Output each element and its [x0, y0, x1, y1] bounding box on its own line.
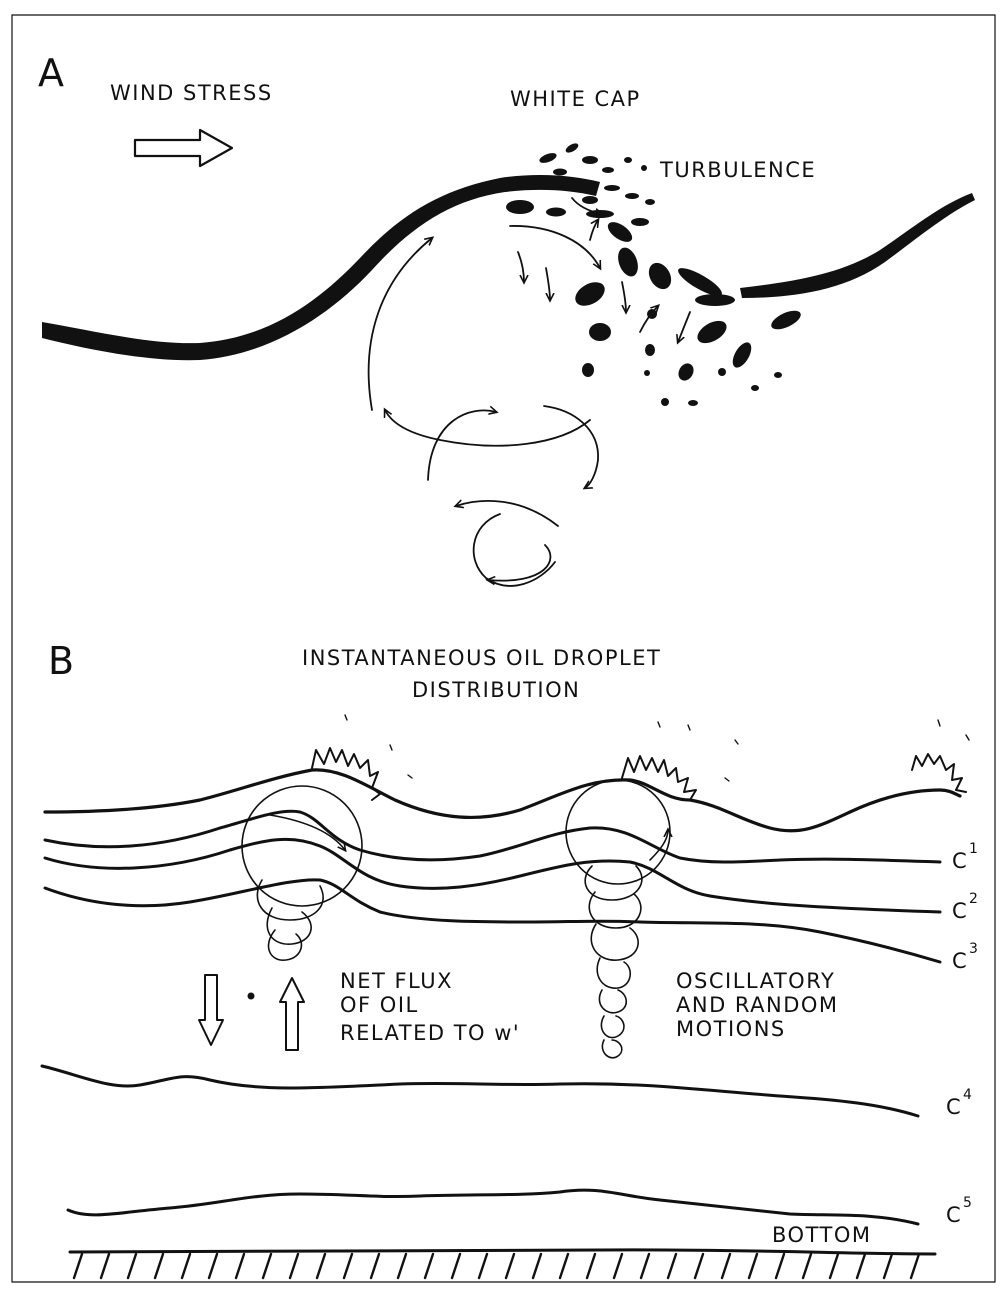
oscillatory-line2: AND RANDOM [676, 993, 839, 1017]
c3-label: C [952, 949, 968, 973]
hatch-mark [614, 1254, 622, 1278]
c3-superscript: 3 [969, 941, 978, 957]
panel-a: A WIND STRESS WHITE CAP TURBULENCE [38, 51, 975, 586]
net-flux-line1: NET FLUX [340, 969, 453, 993]
c1-label: C [952, 849, 968, 873]
hatch-mark [425, 1254, 433, 1278]
whitecap-crests [312, 748, 966, 800]
c5-label: C [946, 1203, 962, 1227]
hatch-mark [452, 1254, 460, 1278]
panel-b-title-line2: DISTRIBUTION [412, 678, 580, 702]
hatch-mark [290, 1254, 298, 1278]
hatch-mark [857, 1254, 865, 1278]
turbulent-eddy-right [566, 780, 670, 1058]
hatch-mark [74, 1254, 82, 1278]
up-hollow-arrow-icon [280, 978, 304, 1050]
wind-stress-label: WIND STRESS [110, 81, 273, 105]
panel-b-letter: B [48, 639, 74, 683]
hatch-mark [398, 1254, 406, 1278]
c5-superscript: 5 [963, 1195, 972, 1211]
hatch-mark [641, 1254, 649, 1278]
hatch-mark [479, 1254, 487, 1278]
hatch-mark [533, 1254, 541, 1278]
wind-arrow-icon [135, 130, 232, 166]
panel-b: B INSTANTANEOUS OIL DROPLET DISTRIBUTION [42, 639, 978, 1278]
bottom-label: BOTTOM [772, 1223, 872, 1247]
hatch-mark [317, 1254, 325, 1278]
hatch-mark [101, 1254, 109, 1278]
sea-bottom [70, 1250, 935, 1278]
hatch-mark [263, 1254, 271, 1278]
sea-surface [45, 770, 960, 831]
hatch-mark [668, 1254, 676, 1278]
oscillatory-line1: OSCILLATORY [676, 969, 835, 993]
hatch-mark [182, 1254, 190, 1278]
hatch-mark [155, 1254, 163, 1278]
hatch-mark [911, 1254, 919, 1278]
panel-a-letter: A [38, 51, 64, 95]
bottom-hatching [74, 1254, 919, 1278]
hatch-mark [371, 1254, 379, 1278]
orbital-circulation-arrows [369, 238, 598, 586]
hatch-mark [830, 1254, 838, 1278]
contour-c2 [45, 839, 940, 912]
hatch-mark [803, 1254, 811, 1278]
contour-c4 [42, 1066, 918, 1116]
c1-superscript: 1 [969, 841, 978, 857]
hatch-mark [344, 1254, 352, 1278]
down-hollow-arrow-icon [199, 975, 223, 1045]
oscillatory-line3: MOTIONS [676, 1017, 786, 1041]
dot-icon [248, 993, 255, 1000]
panel-b-title-line1: INSTANTANEOUS OIL DROPLET [302, 646, 661, 670]
hatch-mark [209, 1254, 217, 1278]
hatch-mark [236, 1254, 244, 1278]
hatch-mark [587, 1254, 595, 1278]
white-cap-label: WHITE CAP [510, 87, 641, 111]
hatch-mark [128, 1254, 136, 1278]
c4-label: C [946, 1095, 962, 1119]
contour-c5 [68, 1190, 918, 1224]
hatch-mark [776, 1254, 784, 1278]
hatch-mark [884, 1254, 892, 1278]
hatch-mark [749, 1254, 757, 1278]
contour-labels: C 1 C 2 C 3 C 4 C 5 [946, 841, 978, 1227]
contour-c1 [45, 811, 940, 862]
c2-label: C [952, 899, 968, 923]
turbulence-label: TURBULENCE [659, 158, 816, 182]
hatch-mark [695, 1254, 703, 1278]
hatch-mark [506, 1254, 514, 1278]
hatch-mark [722, 1254, 730, 1278]
hatch-mark [560, 1254, 568, 1278]
contour-c3 [45, 880, 940, 962]
net-flux-arrows [199, 975, 304, 1050]
c2-superscript: 2 [969, 891, 978, 907]
c4-superscript: 4 [963, 1087, 972, 1103]
net-flux-line3: RELATED TO w' [340, 1021, 520, 1045]
net-flux-line2: OF OIL [340, 993, 419, 1017]
wave-surface-right [740, 193, 975, 298]
